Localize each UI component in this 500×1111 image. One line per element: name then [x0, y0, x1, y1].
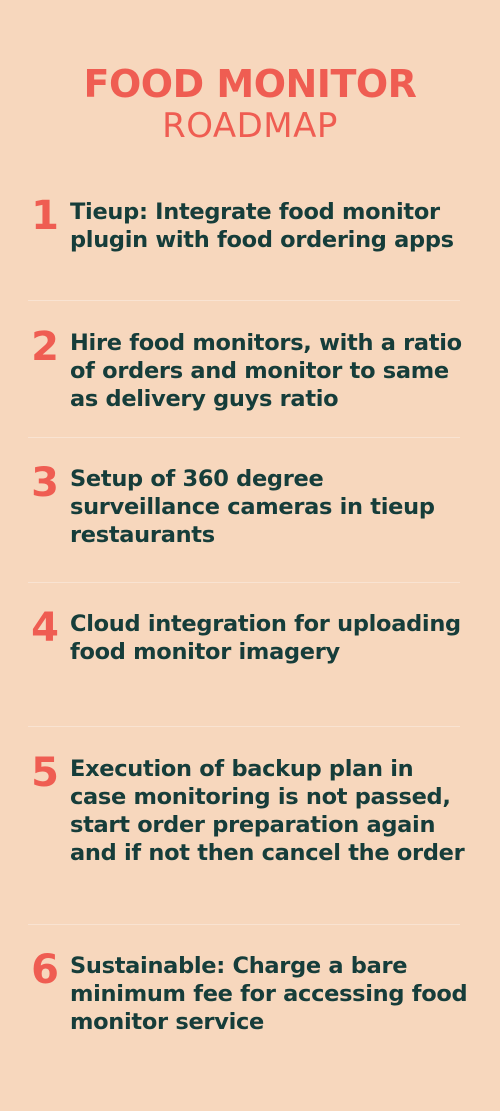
step-text: Sustainable: Charge a bare minimum fee f… — [70, 953, 468, 1035]
divider — [28, 924, 460, 925]
page-subtitle: ROADMAP — [162, 106, 338, 146]
divider — [28, 582, 460, 583]
step-number: 5 — [31, 750, 59, 796]
title-block: FOOD MONITOR ROADMAP — [0, 62, 500, 146]
step-text: Setup of 360 degree surveillance cameras… — [70, 466, 435, 548]
step-number: 2 — [31, 324, 59, 370]
step-text: Tieup: Integrate food monitor plugin wit… — [70, 199, 454, 253]
step-number: 3 — [31, 460, 59, 506]
step-text: Cloud integration for uploading food mon… — [70, 611, 461, 665]
step-text: Hire food monitors, with a ratio of orde… — [70, 330, 462, 412]
step-number: 6 — [31, 947, 59, 993]
divider — [28, 726, 460, 727]
divider — [28, 300, 460, 301]
page-title: FOOD MONITOR — [83, 62, 417, 106]
divider — [28, 437, 460, 438]
step-number: 4 — [31, 605, 59, 651]
step-number: 1 — [31, 193, 59, 239]
step-text: Execution of backup plan in case monitor… — [70, 756, 465, 866]
